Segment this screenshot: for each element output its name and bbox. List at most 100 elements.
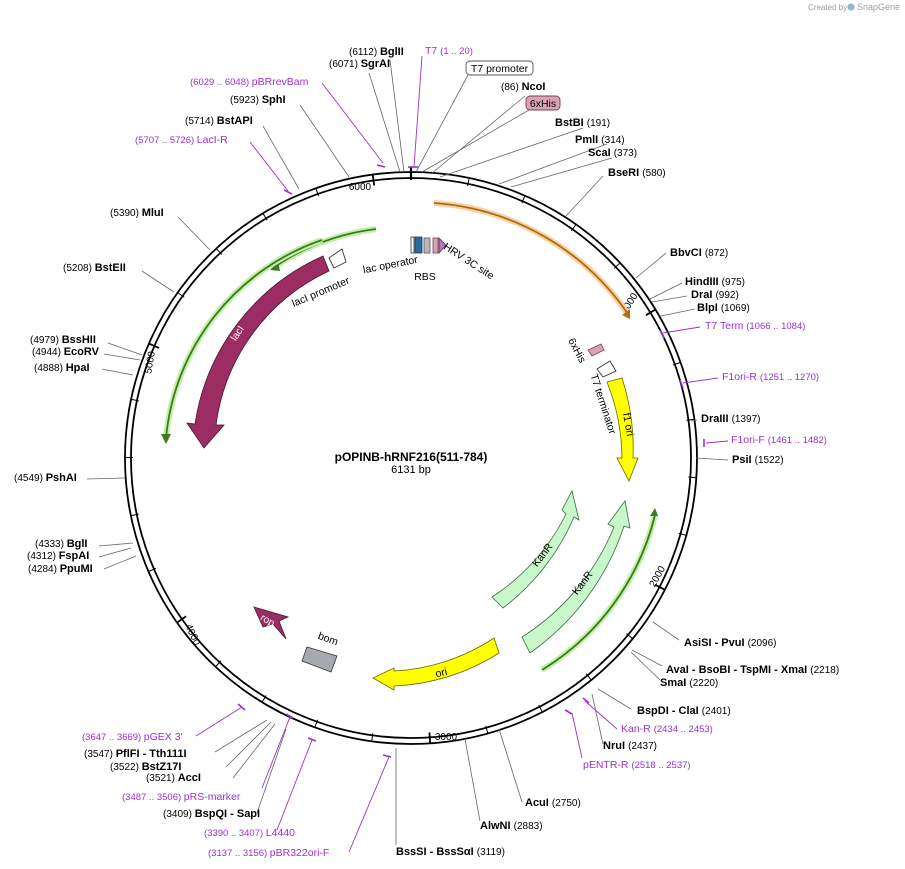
site-part: (6112) [349,47,380,58]
site-part: AlwNI [480,820,514,832]
site-part: PshAI [46,472,77,484]
svg-text:(4549) PshAI: (4549) PshAI [14,472,77,484]
svg-text:BbvCI (872): BbvCI (872) [670,247,728,259]
orf-orange-head [622,309,630,319]
svg-text:BlpI (1069): BlpI (1069) [697,302,750,314]
site-bstapi: (5714) BstAPI [185,115,253,127]
primer-leaders [195,55,729,853]
orf-green-left-head [161,434,171,444]
site-avai: AvaI - BsoBI - TspMI - XmaI (2218) [666,664,839,676]
minor-tick [485,725,489,734]
site-bsshii: (4979) BssHII [30,334,96,346]
site-part: (3409) [163,809,195,820]
tick-label: 5000 [143,350,158,374]
site-part: (975) [722,277,745,288]
svg-text:(4979) BssHII: (4979) BssHII [30,334,96,346]
tick-label: 3000 [435,732,458,743]
site-part: (5390) [110,208,142,219]
primer-t7: T7 (1 .. 20) [425,45,473,57]
svg-text:(4888) HpaI: (4888) HpaI [34,362,90,374]
site-part: PmlI [575,134,601,146]
site-scai: ScaI (373) [588,147,637,159]
minor-tick [585,673,592,681]
orf-green-right-arrow [541,514,656,671]
bom-feature [301,646,338,673]
site-part: BstZ17I [142,761,182,773]
minor-tick [371,733,374,742]
site-part: (5208) [63,263,95,274]
bom-label: bom [316,630,340,648]
svg-text:AvaI - BsoBI - TspMI - XmaI (: AvaI - BsoBI - TspMI - XmaI (2218) [666,664,839,676]
primer-prs-marker: (3487 .. 3506) pRS-marker [122,791,241,803]
site-part: BstEII [95,262,126,274]
site-part: (191) [587,118,610,129]
minor-tick [467,177,470,186]
primer-part: pRS-marker [184,791,241,803]
lac-operator-label: lac operator [362,254,419,276]
site-part: (4549) [14,473,46,484]
site-part: SphI [262,94,286,106]
svg-text:(6071) SgrAI: (6071) SgrAI [329,58,390,70]
his6-callout: 6xHis [525,95,561,111]
f1ori-feature [606,377,639,482]
callout-leaders [415,74,530,173]
site-part: PflFI - Tth111I [116,748,187,760]
features: lacI lacI promoter lac operator RBS HRV … [161,200,658,691]
site-ncoi: (86) NcoI [501,81,545,93]
site-part: (1522) [755,455,784,466]
primer-part: T7 Term [705,320,746,332]
primer-part: (3647 .. 3669) [82,732,144,743]
site-alwni: AlwNI (2883) [480,820,543,832]
minor-tick [686,418,695,421]
minor-tick [215,248,223,255]
site-bsssi: BssSI - BssSαI (3119) [396,846,505,858]
site-part: (2883) [514,821,543,832]
hrv-site-mark [438,237,447,255]
site-part: BlpI [697,302,721,314]
site-part: (4333) [35,539,67,550]
site-part: (3521) [146,773,178,784]
site-part: SgrAI [361,58,390,70]
site-part: (3547) [84,749,116,760]
primer-part: F1ori-F [731,434,768,446]
major-tick [176,615,187,624]
site-draiii: DraIII (1397) [701,413,760,425]
primer-f1ori-f: F1ori-F (1461 .. 1482) [731,434,827,446]
site-part: BspDI - ClaI [637,705,702,717]
site-part: NruI [603,740,628,752]
svg-text:(3521) AccI: (3521) AccI [146,772,201,784]
svg-text:AcuI (2750): AcuI (2750) [525,797,581,809]
minor-tick [688,476,697,479]
site-part: BglII [380,46,404,58]
site-part: MluI [142,207,164,219]
svg-text:DraI (992): DraI (992) [691,289,739,301]
site-part: (4312) [27,551,59,562]
site-part: (872) [705,248,728,259]
primer-f1ori-r: F1ori-R (1251 .. 1270) [722,371,819,383]
svg-text:HindIII (975): HindIII (975) [685,276,745,288]
site-part: BssHII [62,334,96,346]
restriction-sites: (6112) BglII(6071) SgrAI(86) NcoI(5923) … [14,46,839,858]
site-part: (580) [642,168,665,179]
svg-text:(4284) PpuMI: (4284) PpuMI [28,563,93,575]
svg-text:T7 promoter: T7 promoter [471,63,529,75]
t7-terminator-mark [596,360,617,378]
his6-inner-mark [587,343,605,357]
site-part: (3119) [477,847,505,858]
site-acci: (3521) AccI [146,772,201,784]
kanr-feature-1 [491,489,580,609]
primer-part: (1066 .. 1084) [746,321,805,332]
svg-text:NruI (2437): NruI (2437) [603,740,657,752]
primer-part: (3390 .. 3407) [204,828,266,839]
svg-text:BstBI (191): BstBI (191) [555,117,610,129]
minor-tick [538,704,543,713]
f1ori-label: f1 ori [620,412,636,437]
svg-text:PsiI (1522): PsiI (1522) [732,454,784,466]
site-part: DraIII [701,413,732,425]
site-leaders [86,59,729,845]
site-part: (1397) [732,414,761,425]
site-nrui: NruI (2437) [603,740,657,752]
hrv-label: HRV 3C site [441,241,496,283]
minor-tick [130,513,139,517]
site-part: (2220) [689,678,718,689]
